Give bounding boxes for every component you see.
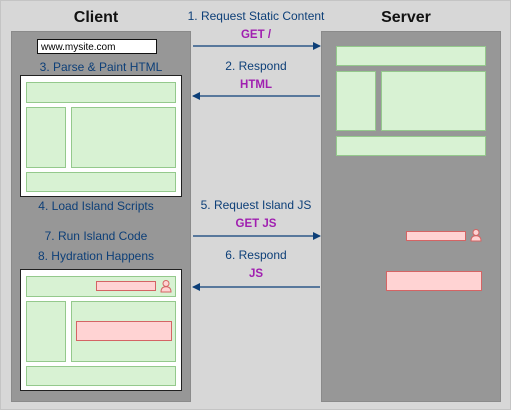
client-page-static xyxy=(20,75,182,197)
island-widget xyxy=(76,321,172,341)
page-header-block xyxy=(26,82,176,103)
server-island-small xyxy=(406,231,466,241)
step-6-verb: JS xyxy=(248,268,264,280)
page-sidebar-block xyxy=(26,107,66,168)
step-5-label: 5. Request Island JS xyxy=(200,198,312,212)
step-2-verb: HTML xyxy=(240,79,272,91)
user-icon xyxy=(160,279,172,293)
server-island-large xyxy=(386,271,482,291)
page-footer-block xyxy=(26,172,176,192)
step-8-label: 8. Hydration Happens xyxy=(37,249,155,263)
step-3-label: 3. Parse & Paint HTML xyxy=(39,60,163,74)
server-main-block xyxy=(381,71,486,131)
server-footer-block xyxy=(336,136,486,156)
step-4-label: 4. Load Island Scripts xyxy=(38,199,154,213)
server-title: Server xyxy=(381,9,431,26)
step-1-verb: GET / xyxy=(240,29,272,41)
page-footer-block xyxy=(26,366,176,386)
step-1-label: 1. Request Static Content xyxy=(187,9,325,23)
server-header-block xyxy=(336,46,486,66)
step-7-label: 7. Run Island Code xyxy=(44,229,148,243)
user-icon xyxy=(470,228,482,242)
address-bar: www.mysite.com xyxy=(37,39,157,54)
step-5-verb: GET JS xyxy=(235,218,277,230)
island-widget xyxy=(96,281,156,291)
client-page-hydrated xyxy=(20,269,182,391)
client-title: Client xyxy=(73,9,119,26)
page-sidebar-block xyxy=(26,301,66,362)
page-main-block xyxy=(71,107,176,168)
server-sidebar-block xyxy=(336,71,376,131)
step-6-label: 6. Respond xyxy=(225,248,287,262)
step-2-label: 2. Respond xyxy=(225,59,287,73)
